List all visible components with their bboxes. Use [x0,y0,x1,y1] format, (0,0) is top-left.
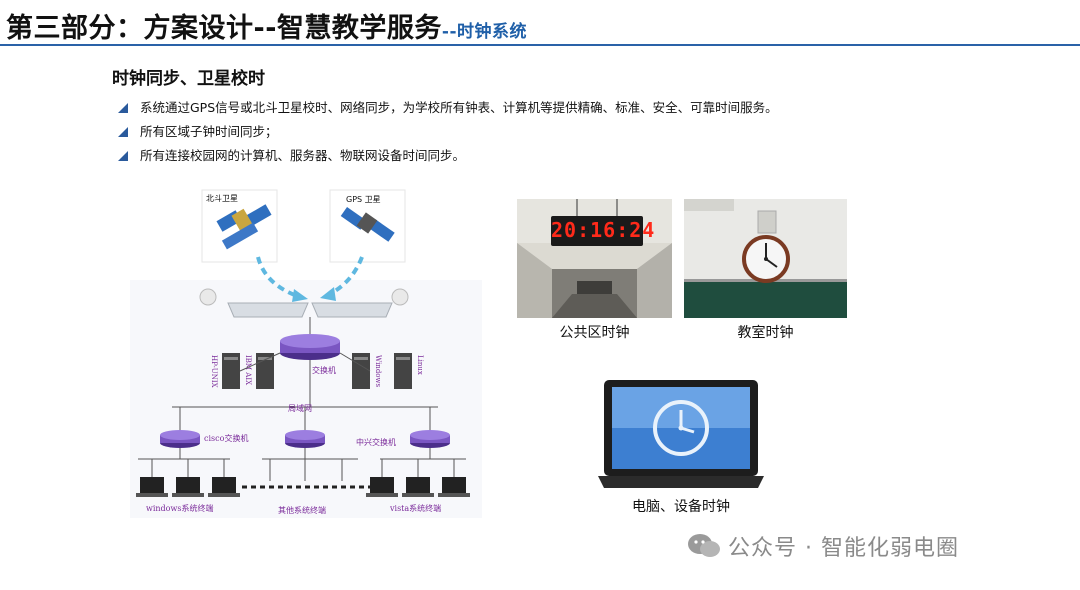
terminals-windows-label: windows系统终端 [146,503,213,513]
bullet-text: 所有区域子钟时间同步； [140,124,278,139]
header-divider [0,44,1080,46]
laptop-icon [208,459,240,497]
core-switch-icon [280,334,340,360]
lan-label: 局域网 [288,403,312,413]
page-title-sub: --时钟系统 [441,22,528,42]
device-clock-caption: 电脑、设备时钟 [632,499,730,515]
zte-label: 中兴交换机 [356,437,396,447]
device-clock-laptop [598,380,764,492]
laptop-icon [366,459,398,497]
laptop-icon [136,459,168,497]
triangle-bullet-icon [118,151,128,161]
core-switch-label: 交换机 [312,365,336,375]
bullet-item: 所有连接校园网的计算机、服务器、物联网设备时间同步。 [118,148,1018,172]
server-label: Linux [416,355,424,375]
server-label: IBM AIX [244,355,252,385]
wechat-icon [688,534,720,557]
gps-label: GPS 卫星 [346,195,381,204]
classroom-clock-photo [684,199,847,318]
cisco-label: cisco交换机 [204,433,248,443]
header: 第三部分：方案设计--智慧教学服务--时钟系统 [0,0,1080,46]
network-sync-diagram: 北斗卫星 GPS 卫星 交换机 [130,185,485,520]
gps-sync-arrow [327,256,364,297]
server-label: Windows [374,355,382,388]
bullet-item: 所有区域子钟时间同步； [118,124,1018,148]
link-line [239,352,281,372]
time-server-right [311,288,409,318]
zte-switch-icon [410,430,450,448]
triangle-bullet-icon [118,127,128,137]
time-server-left [199,288,309,318]
watermark-text: 公众号 · 智能化弱电圈 [728,536,959,561]
beidou-satellite-icon [201,189,278,263]
public-clock-photo: 20:16:24 [517,199,672,318]
server-linux-icon [394,353,412,389]
arrow-head-icon [320,287,336,301]
diagram-svg: 北斗卫星 GPS 卫星 交换机 [130,189,482,518]
arrow-head-icon [292,289,308,302]
server-label: HP-UNIX [210,355,218,388]
server-windows-icon [352,353,370,389]
server-ibm-icon [256,353,274,389]
laptop-icon [438,459,470,497]
bullet-item: 系统通过GPS信号或北斗卫星校时、网络同步，为学校所有钟表、计算机等提供精确、标… [118,100,1018,124]
clock-face-icon [653,400,709,456]
classroom-clock-caption: 教室时钟 [737,325,794,341]
laptop-icon [402,459,434,497]
beidou-label: 北斗卫星 [206,194,238,203]
triangle-bullet-icon [118,103,128,113]
switch-icon [285,430,325,448]
public-clock-caption: 公共区时钟 [559,325,630,341]
wall-clock-icon [742,235,790,283]
led-clock-display: 20:16:24 [551,218,656,242]
bullet-text: 所有连接校园网的计算机、服务器、物联网设备时间同步。 [140,148,466,163]
section-title: 时钟同步、卫星校时 [112,69,265,89]
laptop-icon [172,459,204,497]
bullet-text: 系统通过GPS信号或北斗卫星校时、网络同步，为学校所有钟表、计算机等提供精确、标… [140,100,778,115]
gps-satellite-icon [329,189,406,263]
terminals-other-label: 其他系统终端 [278,505,326,515]
page-title: 第三部分：方案设计--智慧教学服务--时钟系统 [6,6,527,45]
server-hp-icon [222,353,240,389]
cisco-switch-icon [160,430,200,448]
page-title-main: 第三部分：方案设计--智慧教学服务 [6,13,442,44]
terminals-vista-label: vista系统终端 [389,503,441,513]
link-line [339,352,371,372]
bullet-list: 系统通过GPS信号或北斗卫星校时、网络同步，为学校所有钟表、计算机等提供精确、标… [118,100,1018,172]
